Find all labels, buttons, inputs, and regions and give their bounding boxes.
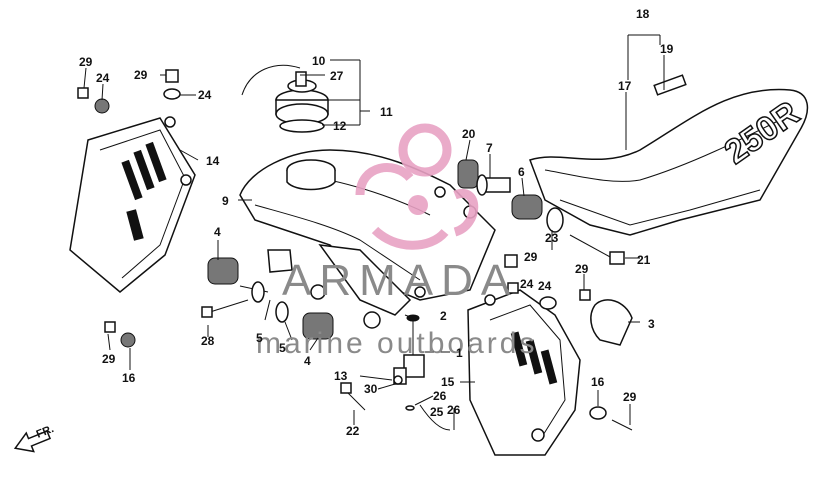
callout: 27	[330, 69, 344, 83]
callout: 9	[222, 194, 229, 208]
callout: 22	[346, 424, 360, 438]
callout: 14	[206, 154, 220, 168]
callout: 5	[256, 331, 263, 345]
callout: 30	[364, 382, 378, 396]
side-cover-right	[467, 289, 581, 456]
leader-lines	[83, 34, 665, 430]
callout: 20	[462, 127, 476, 141]
side-cover-left	[69, 116, 196, 293]
callout: 4	[304, 354, 311, 368]
callout: 13	[334, 369, 348, 383]
callout: 7	[486, 141, 493, 155]
callout: 17	[618, 79, 632, 93]
callout: 4	[214, 225, 221, 239]
callout: 28	[201, 334, 215, 348]
watermark-tagline: marine outboards	[256, 327, 537, 360]
callout: 19	[660, 42, 674, 56]
armada-logo-icon	[355, 123, 479, 250]
seat-bracket	[504, 254, 633, 431]
callout: 16	[122, 371, 136, 385]
direction-label: FR.	[35, 423, 56, 441]
callout: 2	[440, 309, 447, 323]
callouts: 29 24 29 24 10 27 11 12 20 7 6 18 19 17 …	[79, 7, 674, 438]
seat-mount-hardware	[457, 159, 625, 265]
callout: 29	[575, 262, 589, 276]
callout: 24	[96, 71, 110, 85]
callout: 6	[518, 165, 525, 179]
callout: 26	[447, 403, 461, 417]
callout: 11	[380, 105, 393, 119]
callout: 24	[538, 279, 552, 293]
callout: 29	[102, 352, 116, 366]
callout: 3	[648, 317, 655, 331]
fuel-cock	[340, 314, 451, 431]
callout: 29	[134, 68, 148, 82]
callout: 26	[433, 389, 447, 403]
seat: 250R	[529, 74, 809, 236]
left-hardware	[77, 69, 181, 348]
callout: 29	[524, 250, 538, 264]
callout: 24	[520, 277, 534, 291]
callout: 15	[441, 375, 455, 389]
callout: 12	[333, 119, 347, 133]
tank-mounts	[201, 249, 334, 340]
callout: 24	[198, 88, 212, 102]
callout: 16	[591, 375, 605, 389]
callout: 21	[637, 253, 651, 267]
callout: 23	[545, 231, 559, 245]
direction-arrow-icon	[13, 430, 52, 453]
filler-cap	[241, 64, 329, 133]
callout: 25	[430, 405, 444, 419]
callout: 29	[623, 390, 637, 404]
watermark-brand: ARMADA	[282, 256, 518, 305]
callout: 5	[279, 341, 286, 355]
callout: 18	[636, 7, 650, 21]
callout: 29	[79, 55, 93, 69]
callout: 1	[456, 346, 463, 360]
callout: 10	[312, 54, 326, 68]
